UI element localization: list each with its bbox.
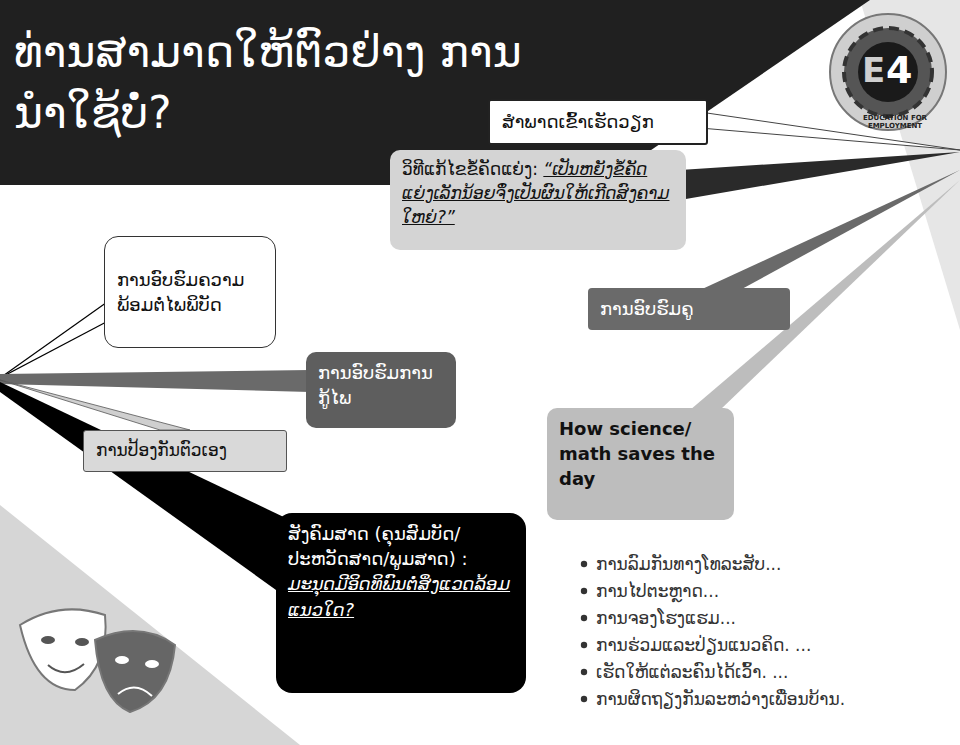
- box-text: ສໍາພາດເຂົ້າເຮັດວຽກ: [502, 109, 654, 134]
- box-text: ການອົບຮົມຄູ: [600, 298, 694, 319]
- process-box: ສໍາພາດເຂົ້າເຮັດວຽກ: [488, 99, 708, 145]
- ray: [0, 320, 110, 378]
- bullet: [581, 588, 587, 594]
- topic-box: ການອົບຮົມຄູ: [588, 288, 790, 330]
- ray: [0, 382, 290, 600]
- list-item: ການຮ່ວມແລະປ່ຽນແນວຄິດ. ...: [596, 635, 811, 655]
- bullets: [581, 561, 587, 702]
- ray: [0, 300, 110, 378]
- ray: [700, 170, 960, 290]
- list-item: ການຜິດຖຽງກັນລະຫວ່າງເພື່ອນບ້ານ.: [596, 689, 845, 709]
- topic-box: ການປ້ອງກັນຕົວເອງ: [83, 430, 287, 472]
- ray: [0, 370, 310, 392]
- list-item: ເຮັດໃຫ້ແຕ່ລະຄົນໄດ້ເວົ້າ. ...: [596, 662, 788, 682]
- bullet: [581, 696, 587, 702]
- question-box: ສັງຄົມສາດ (ຄຸນສົມບັດ/ປະຫວັດສາດ/ພູມສາດ) :…: [276, 513, 526, 693]
- topic-box: ການອົບຮົມການກູ້ໄພ: [306, 352, 456, 428]
- box-text: ການອົບຮົມການກູ້ໄພ: [318, 362, 433, 408]
- topic-box: How science/ math saves the day: [547, 408, 734, 520]
- list-item: ການຈອງໂຮງແຮມ...: [596, 608, 736, 628]
- ray: [700, 112, 960, 150]
- bullet: [581, 642, 587, 648]
- question-box: ວິທີແກ້ໄຂຂໍ້ຄັດແຍ່ງ: “ເປັນຫຍັງຂໍ້ຄັດແຍ່ງ…: [390, 150, 686, 250]
- box-text: How science/ math saves the day: [559, 418, 715, 489]
- box-text: ວິທີແກ້ໄຂຂໍ້ຄັດແຍ່ງ:: [402, 159, 538, 179]
- box-text: ການອົບຮົມຄວາມພ້ອມຕໍ່ໄພພິບັດ: [117, 267, 263, 317]
- logo-text: EDUCATION FOR EMPLOYMENT: [836, 114, 954, 130]
- bullet: [581, 615, 587, 621]
- box-text: ສັງຄົມສາດ (ຄຸນສົມບັດ/ປະຫວັດສາດ/ພູມສາດ) :: [288, 523, 467, 569]
- logo-number: 4: [886, 48, 912, 92]
- theatre-masks: [20, 609, 175, 712]
- list-item: ການລົມກັນທາງໂທລະສັບ...: [596, 554, 781, 574]
- logo: [830, 14, 946, 130]
- logo-letter: E: [862, 50, 885, 90]
- bullet: [581, 561, 587, 567]
- list-item: ການໄປຕະຫຼາດ...: [596, 581, 719, 601]
- topic-box: ການອົບຮົມຄວາມພ້ອມຕໍ່ໄພພິບັດ: [104, 236, 276, 348]
- bullet: [581, 669, 587, 675]
- box-text: ການປ້ອງກັນຕົວເອງ: [96, 439, 227, 463]
- question-text: ມະນຸດມີອິດທິພົນຕໍ່ສິ່ງແວດລ້ອມແນວໃດ?: [288, 573, 510, 619]
